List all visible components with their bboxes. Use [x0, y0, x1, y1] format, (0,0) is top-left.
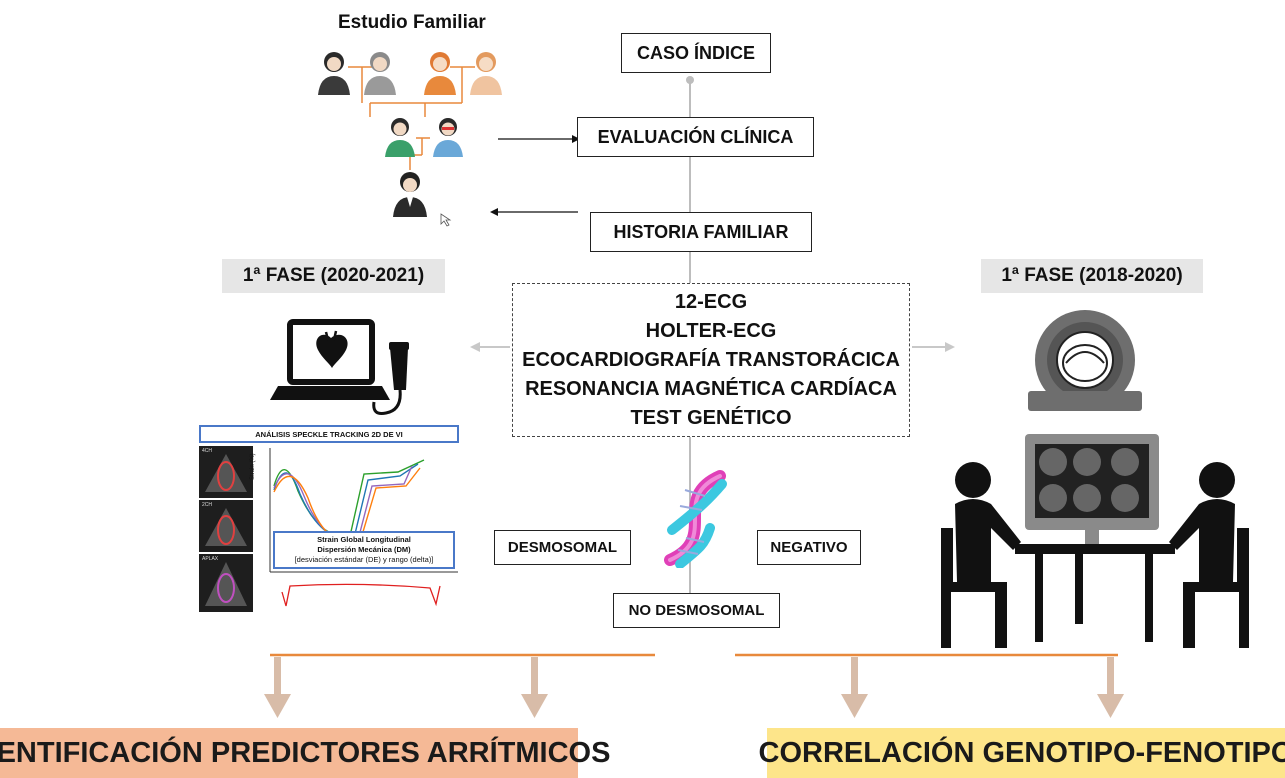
- phase-label-right: 1ª FASE (2018-2020): [981, 259, 1203, 293]
- grandfather-icon: [318, 52, 350, 95]
- echo-image-2ch: 2CH: [199, 500, 253, 552]
- index-case-icon: [393, 172, 427, 217]
- father-icon: [385, 118, 415, 157]
- mother-icon: [433, 118, 463, 157]
- echo-frame: [205, 454, 247, 492]
- strain-curves: [269, 448, 458, 607]
- test-item: 12-ECG: [674, 290, 748, 313]
- tests-box: 12-ECG HOLTER-ECG ECOCARDIOGRAFÍA TRANST…: [512, 283, 910, 437]
- dna-icon: [664, 470, 727, 568]
- echo-view-label: 2CH: [202, 502, 213, 508]
- index-case-box: CASO ÍNDICE: [621, 33, 771, 73]
- outcome-arrhythmic-predictors: IDENTIFICACIÓN PREDICTORES ARRÍTMICOS: [0, 728, 610, 778]
- echo-image-4ch: 4CH: [199, 446, 253, 498]
- strain-line-1: Strain Global Longitudinal: [317, 535, 411, 544]
- reading-team-icon: [941, 434, 1249, 648]
- heart-icon: [316, 334, 348, 368]
- grandmother-maternal-icon: [470, 52, 502, 95]
- echo-laptop-icon: [270, 319, 409, 415]
- non-desmosomal-box: NO DESMOSOMAL: [613, 593, 780, 628]
- family-history-box: HISTORIA FAMILIAR: [590, 212, 812, 252]
- echo-frame: [205, 508, 247, 546]
- echo-frame: [205, 562, 247, 606]
- grandfather-maternal-icon: [424, 52, 456, 95]
- family-study-title: Estudio Familiar: [338, 12, 486, 33]
- desmosomal-box: DESMOSOMAL: [494, 530, 631, 565]
- test-item: TEST GENÉTICO: [630, 406, 792, 429]
- outcome-genotype-phenotype: CORRELACIÓN GENOTIPO-FENOTIPO: [759, 728, 1285, 778]
- phase-label-left: 1ª FASE (2020-2021): [222, 259, 445, 293]
- speckle-title: ANÁLISIS SPECKLE TRACKING 2D DE VI: [199, 425, 459, 443]
- echo-view-label: 4CH: [202, 448, 213, 454]
- strain-line-2: Dispersión Mecánica (DM): [317, 545, 411, 554]
- cursor-icon: [440, 213, 452, 227]
- strain-y-axis-label: Strain (%): [250, 453, 256, 480]
- family-pedigree: [318, 52, 502, 227]
- negative-box: NEGATIVO: [757, 530, 861, 565]
- test-item: HOLTER-ECG: [645, 319, 777, 342]
- echo-image-aplax: APLAX: [199, 554, 253, 612]
- mri-scanner-icon: [1028, 310, 1142, 411]
- echo-view-label: APLAX: [202, 556, 219, 562]
- grandmother-icon: [364, 52, 396, 95]
- test-item: ECOCARDIOGRAFÍA TRANSTORÁCICA: [522, 348, 900, 371]
- test-item: RESONANCIA MAGNÉTICA CARDÍACA: [525, 377, 897, 400]
- strain-line-3: [desviación estándar (DE) y rango (delta…: [294, 555, 434, 564]
- strain-legend-box: Strain Global Longitudinal Dispersión Me…: [273, 531, 455, 569]
- clinical-evaluation-box: EVALUACIÓN CLÍNICA: [577, 117, 814, 157]
